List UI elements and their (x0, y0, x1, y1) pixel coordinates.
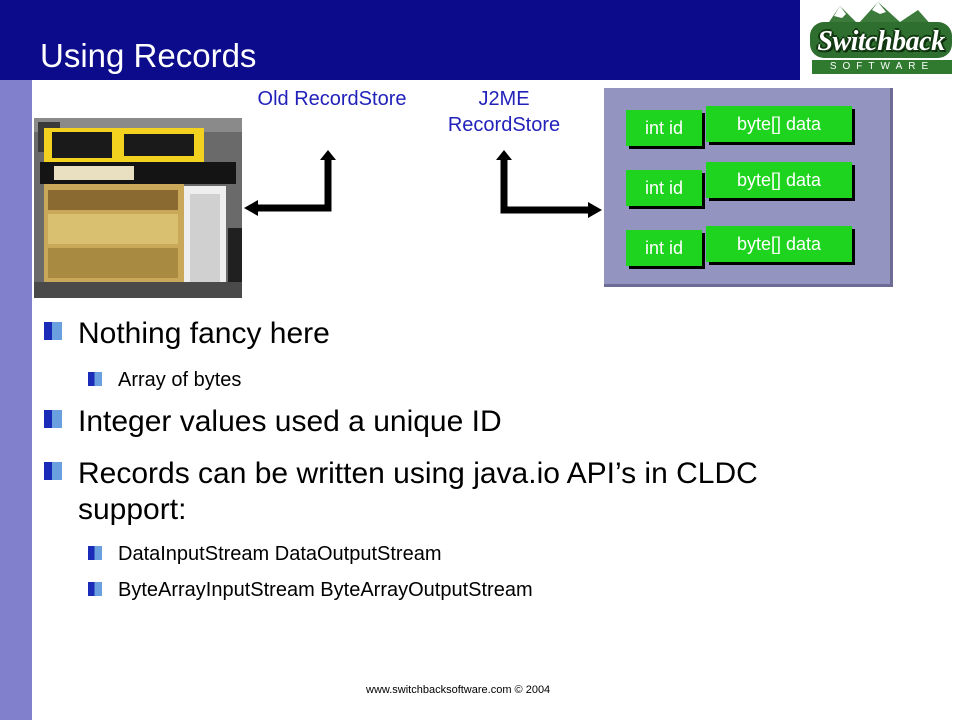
bullet-item: Records can be written using java.io API… (40, 456, 838, 528)
arrowhead-left-icon (244, 200, 258, 216)
record-data-3: byte[] data (706, 226, 852, 262)
title-bar: Using Records (0, 0, 800, 80)
old-recordstore-label: Old RecordStore (257, 88, 407, 110)
bullet-list: Nothing fancy here Array of bytes Intege… (40, 316, 940, 614)
bullet-square-icon (88, 582, 102, 596)
sub-bullet-item: ByteArrayInputStream ByteArrayOutputStre… (40, 578, 940, 602)
record-data-1: byte[] data (706, 106, 852, 142)
connector-arrows (244, 150, 602, 218)
record-id-2: int id (626, 170, 702, 206)
j2me-connector-arrow (500, 156, 590, 214)
bullet-square-icon (44, 322, 62, 340)
sub-bullet-item: DataInputStream DataOutputStream (40, 542, 940, 566)
arrowhead-up-icon (496, 150, 512, 160)
j2me-recordstore-label: J2ME RecordStore (447, 88, 561, 136)
bullet-text: Records can be written using java.io API… (78, 457, 758, 526)
bullet-square-icon (88, 546, 102, 560)
sub-bullet-text: ByteArrayInputStream ByteArrayOutputStre… (118, 579, 533, 601)
mountain-icon (810, 2, 952, 58)
logo-subtitle: SOFTWARE (812, 60, 952, 74)
bullet-text: Nothing fancy here (78, 317, 330, 350)
arrowhead-right-icon (588, 202, 602, 218)
slide-title: Using Records (40, 37, 257, 74)
bullet-text: Integer values used a unique ID (78, 405, 502, 438)
record-id-3: int id (626, 230, 702, 266)
footer-copyright: www.switchbacksoftware.com © 2004 (366, 684, 551, 696)
record-store-photo (34, 118, 242, 298)
left-accent-strip (0, 80, 32, 720)
recordstore-panel: int id byte[] data int id byte[] data in… (604, 88, 893, 287)
bullet-item: Nothing fancy here (40, 316, 940, 352)
record-data-2: byte[] data (706, 162, 852, 198)
bullet-square-icon (44, 462, 62, 480)
bullet-square-icon (44, 410, 62, 428)
record-id-1: int id (626, 110, 702, 146)
old-connector-arrow (256, 156, 332, 212)
switchback-logo: Switchback SOFTWARE (800, 0, 960, 80)
sub-bullet-text: DataInputStream DataOutputStream (118, 543, 442, 565)
logo-wordmark: Switchback (817, 26, 945, 57)
bullet-square-icon (88, 372, 102, 386)
sub-bullet-text: Array of bytes (118, 369, 242, 391)
sub-bullet-item: Array of bytes (40, 368, 940, 392)
bullet-item: Integer values used a unique ID (40, 404, 940, 440)
arrowhead-up-icon (320, 150, 336, 160)
